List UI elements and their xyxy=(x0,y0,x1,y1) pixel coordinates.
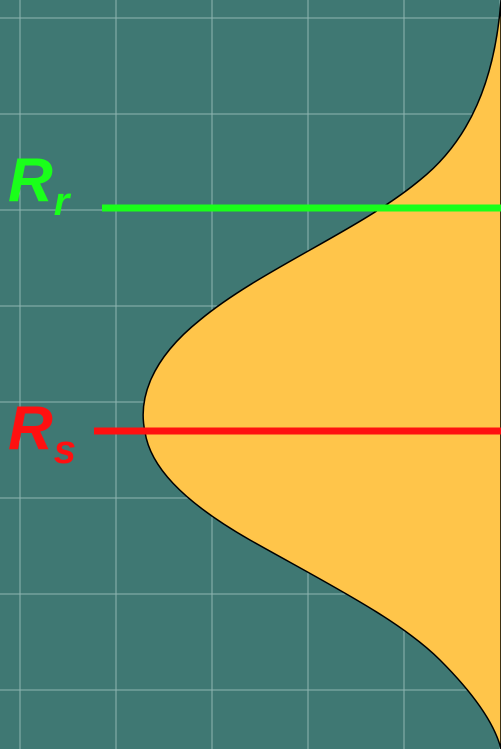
rs-label-sub: s xyxy=(53,428,77,472)
rr-label: Rr xyxy=(8,150,69,223)
rr-label-main: R xyxy=(8,146,53,215)
rs-label-main: R xyxy=(8,394,53,463)
distribution-curve xyxy=(142,0,501,749)
rr-label-sub: r xyxy=(53,180,70,224)
rs-label: Rs xyxy=(8,398,76,471)
